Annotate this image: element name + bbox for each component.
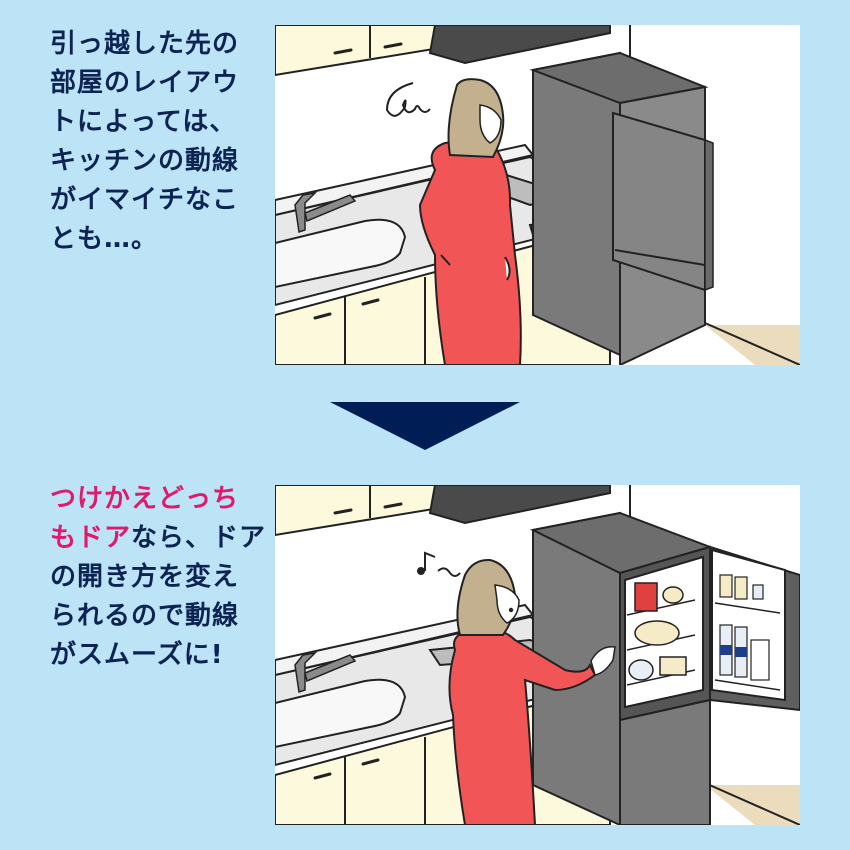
- product-name-highlight: もドア: [50, 523, 132, 553]
- after-illustration: [275, 485, 800, 825]
- after-caption-line-2: なら、ドア: [131, 523, 267, 553]
- before-caption-line-6: とも…。: [50, 224, 159, 254]
- music-note-icon: [417, 551, 461, 577]
- down-triangle-arrow-icon: [330, 402, 520, 450]
- before-caption: 引っ越した先の 部屋のレイアウ トによっては、 キッチンの動線 がイマイチなこ …: [50, 25, 265, 259]
- before-caption-line-1: 引っ越した先の: [50, 29, 240, 59]
- after-caption-line-1: つけかえどっち: [50, 484, 240, 514]
- after-caption-line-5: がスムーズに!: [50, 640, 224, 670]
- before-illustration: [275, 25, 800, 365]
- before-caption-line-2: 部屋のレイアウ: [50, 68, 240, 98]
- woman-happy: [448, 558, 616, 825]
- before-caption-line-5: がイマイチなこ: [50, 185, 240, 215]
- before-caption-line-3: トによっては、: [50, 107, 237, 137]
- frustration-scribble-icon: [385, 82, 431, 117]
- after-caption-line-4: られるので動線: [50, 601, 240, 631]
- woman-frustrated: [418, 78, 522, 365]
- before-caption-line-4: キッチンの動線: [50, 146, 240, 176]
- after-caption: つけかえどっち もドアなら、ドア の開き方を変え られるので動線 がスムーズに!: [50, 480, 265, 675]
- refrigerator-right-opening: [529, 511, 800, 825]
- after-caption-line-3: の開き方を変え: [50, 562, 240, 592]
- refrigerator-left-opening: [529, 51, 714, 365]
